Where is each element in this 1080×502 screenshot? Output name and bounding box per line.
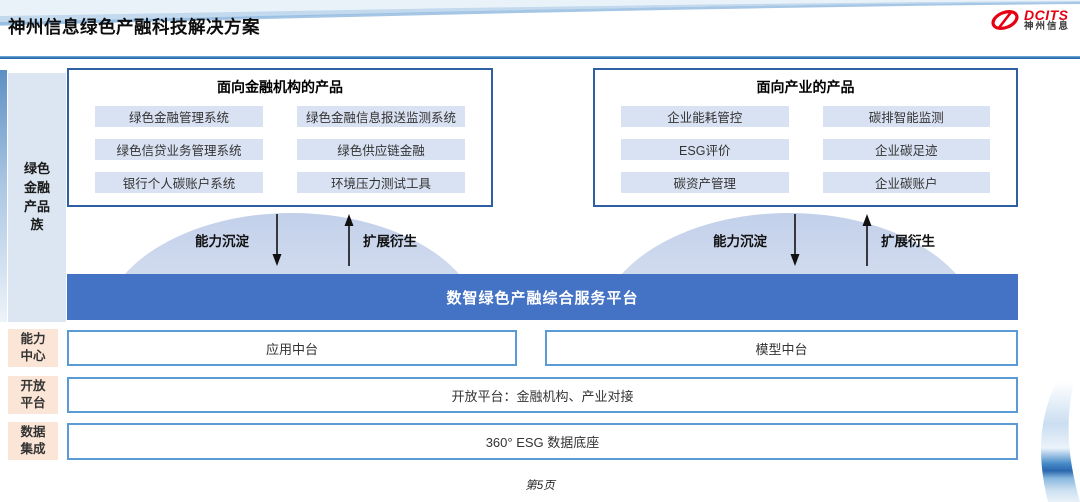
corner-ribbon-decoration <box>1041 382 1080 502</box>
sidebar-open-platform: 开放平台 <box>8 376 58 414</box>
product-chip: 绿色信贷业务管理系统 <box>95 139 263 160</box>
sidebar-data-integration-label: 数据集成 <box>20 425 46 456</box>
logo-brand-text: DCITS <box>1023 6 1069 23</box>
product-group-industry: 面向产业的产品 企业能耗管控 碳排智能监测 ESG评价 企业碳足迹 碳资产管理 … <box>593 68 1018 207</box>
esg-data-base-box: 360° ESG 数据底座 <box>67 423 1018 460</box>
sidebar-capability-center-label: 能力中心 <box>20 332 46 363</box>
down-arrow-icon <box>272 214 282 266</box>
up-arrow-icon <box>344 214 354 266</box>
product-chip: 环境压力测试工具 <box>297 172 465 193</box>
product-chip: 绿色供应链金融 <box>297 139 465 160</box>
sidebar-data-integration: 数据集成 <box>8 422 58 460</box>
logo-company-text: 神州信息 <box>1023 21 1070 33</box>
capability-settling-label: 能力沉淀 <box>195 234 249 249</box>
product-group-title: 面向产业的产品 <box>756 79 855 95</box>
arrow-group-right: 能力沉淀 扩展衍生 <box>713 212 935 268</box>
platform-banner: 数智绿色产融综合服务平台 <box>67 274 1018 320</box>
sidebar-capability-center: 能力中心 <box>8 329 58 367</box>
product-group-title: 面向金融机构的产品 <box>217 79 343 95</box>
page-number: 第5页 <box>525 480 555 492</box>
page-title: 神州信息绿色产融科技解决方案 <box>8 17 260 37</box>
logo-text: DCITS 神州信息 <box>1023 6 1070 33</box>
dcits-logo: DCITS 神州信息 <box>990 7 1070 33</box>
header-divider-line <box>0 56 1080 59</box>
model-middle-platform-box: 模型中台 <box>545 330 1018 366</box>
capability-settling-label: 能力沉淀 <box>713 234 767 249</box>
left-accent-strip <box>0 70 7 322</box>
arrow-group-left: 能力沉淀 扩展衍生 <box>195 212 417 268</box>
sidebar-product-family: 绿色金融产品族 <box>8 73 66 322</box>
product-chip: 碳排智能监测 <box>822 106 990 127</box>
header-swoosh-decoration <box>0 0 1080 26</box>
product-chip: 企业碳账户 <box>822 172 990 193</box>
up-arrow-icon <box>862 214 872 266</box>
product-chip: 碳资产管理 <box>621 172 789 193</box>
sidebar-open-platform-label: 开放平台 <box>20 379 46 410</box>
sidebar-product-family-label: 绿色金融产品族 <box>24 160 51 233</box>
dcits-swoosh-icon <box>991 10 1019 30</box>
product-chip-grid: 企业能耗管控 碳排智能监测 ESG评价 企业碳足迹 碳资产管理 企业碳账户 <box>595 97 1016 205</box>
down-arrow-icon <box>790 214 800 266</box>
product-chip: 企业碳足迹 <box>822 139 990 160</box>
product-chip-grid: 绿色金融管理系统 绿色金融信息报送监测系统 绿色信贷业务管理系统 绿色供应链金融… <box>69 97 491 205</box>
product-chip: 绿色金融信息报送监测系统 <box>297 106 465 127</box>
expansion-derivation-label: 扩展衍生 <box>363 234 417 249</box>
product-chip: 企业能耗管控 <box>621 106 789 127</box>
open-platform-box: 开放平台：金融机构、产业对接 <box>67 377 1018 413</box>
application-middle-platform-box: 应用中台 <box>67 330 517 366</box>
product-chip: 绿色金融管理系统 <box>95 106 263 127</box>
product-chip: ESG评价 <box>621 139 789 160</box>
product-chip: 银行个人碳账户系统 <box>95 172 263 193</box>
product-group-financial-institutions: 面向金融机构的产品 绿色金融管理系统 绿色金融信息报送监测系统 绿色信贷业务管理… <box>67 68 493 207</box>
expansion-derivation-label: 扩展衍生 <box>881 234 935 249</box>
